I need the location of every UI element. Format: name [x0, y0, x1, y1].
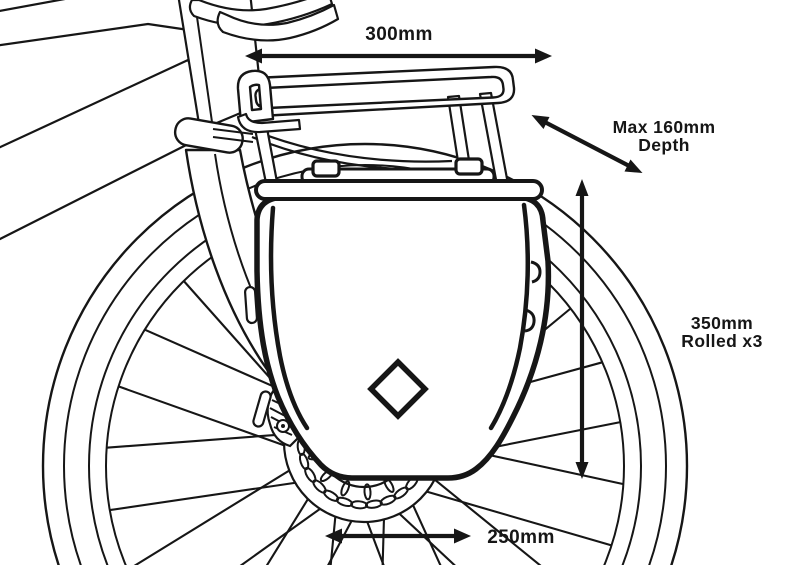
dimension-height-label-line1: 350mm: [691, 313, 753, 333]
arrowhead-left-icon: [325, 528, 342, 544]
arrowhead-down-icon: [575, 462, 589, 479]
pannier-lid-bar: [254, 179, 544, 201]
pannier-rail-strap-left: [268, 205, 310, 431]
pannier-rail-hook-right-upper: [530, 260, 542, 284]
headset-crown-collar: [173, 117, 244, 154]
pannier-bag: [243, 157, 552, 481]
pannier-side-tab-left-upper: [243, 285, 259, 325]
dimension-bottom-width: 250mm: [325, 527, 555, 548]
arrowhead-upleft-icon: [531, 115, 550, 129]
pannier-rail-strap-right: [488, 202, 531, 431]
diamond-logo-icon: [367, 358, 429, 420]
dimension-depth-label-line1: Max 160mm: [613, 117, 716, 137]
pannier-buckle-right: [454, 157, 484, 176]
rack-leg-left: [253, 126, 279, 185]
caliper-bolt-center: [281, 424, 285, 428]
tire-outer: [41, 142, 689, 565]
rack-hook-wrap: [236, 112, 302, 134]
rack-side-rail-lower: [251, 135, 453, 171]
arrowhead-downright-icon: [624, 159, 643, 173]
dimension-height-label-line2: Rolled x3: [681, 331, 762, 351]
pannier-body: [254, 194, 552, 481]
pannier-side-tab-left-lower: [252, 390, 272, 428]
pannier-buckle-left: [311, 159, 341, 178]
pannier-rail-hook-right-lower: [524, 308, 536, 333]
dimension-height: 350mm Rolled x3: [575, 179, 762, 479]
rack-side-rail-upper: [249, 127, 453, 163]
arrowhead-up-icon: [575, 179, 589, 196]
rack-stay-line-1: [212, 128, 254, 135]
rack-platform: [238, 65, 516, 118]
dimension-depth-line: [536, 116, 638, 172]
rack-hook: [236, 69, 275, 125]
arrowhead-left-icon: [245, 48, 262, 64]
dimension-depth: Max 160mm Depth: [531, 115, 716, 173]
dimension-top-width-label: 300mm: [365, 24, 433, 45]
dimension-top-width: 300mm: [245, 24, 552, 64]
arrowhead-right-icon: [454, 528, 471, 544]
dimension-depth-label-line2: Depth: [638, 135, 690, 155]
rack-stay-line-2: [212, 136, 254, 143]
cable-housing-lower: [216, 3, 340, 42]
arrowhead-right-icon: [535, 48, 552, 64]
dimension-bottom-width-label: 250mm: [487, 527, 555, 548]
